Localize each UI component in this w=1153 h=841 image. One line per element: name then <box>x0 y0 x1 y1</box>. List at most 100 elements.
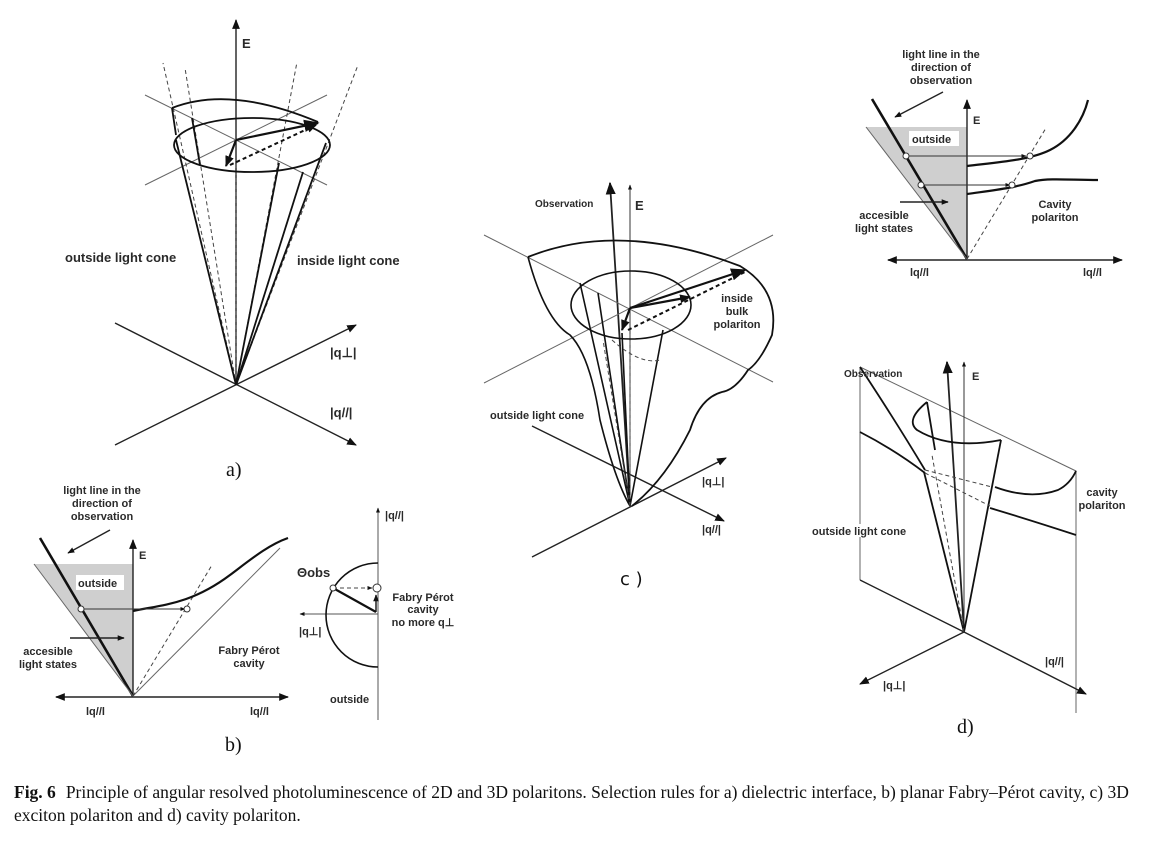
polar-theta-label: Θobs <box>297 565 330 580</box>
panel-d-e-label: E <box>972 371 979 383</box>
panel-c-outer-surface <box>527 239 775 507</box>
panel-d-dash-guide <box>924 469 993 488</box>
inset-annotation-arrow <box>894 91 944 118</box>
panel-c-qperp-axis <box>531 457 727 558</box>
panel-c-wavevector-arrow <box>629 294 692 310</box>
panel-a-cone-edge <box>191 117 201 166</box>
panel-a-cone-edge <box>171 107 177 136</box>
panel-a-inside-label: inside light cone <box>297 253 400 268</box>
inset-accessible-label: accesible <box>859 210 909 222</box>
panel-b-cavity-label: cavity <box>233 658 265 670</box>
panel-a-outside-label: outside light cone <box>65 250 176 265</box>
inset-point <box>1026 152 1034 160</box>
panel-a-dash-guide <box>162 62 237 386</box>
panel-c-letter: c ) <box>620 569 643 590</box>
panel-a-qpar-label: |q//| <box>330 405 352 420</box>
inset-upper-polariton <box>966 99 1090 168</box>
inset-right-axis-label: lq//l <box>1083 267 1102 279</box>
panel-b-e-label: E <box>139 550 146 562</box>
panel-b-point <box>183 605 191 613</box>
inset-observation-light-line <box>870 98 969 260</box>
panel-b-point <box>77 605 85 613</box>
inset-light-line <box>865 126 968 260</box>
panel-d-cavity-label: cavity <box>1086 487 1118 499</box>
polar-cavity-note: Fabry Pérot <box>392 592 453 604</box>
panel-d: Observation E cavity polariton outside l… <box>810 360 1126 738</box>
inset-left-axis-label: lq//l <box>910 267 929 279</box>
panel-a-cone-wall <box>235 142 327 386</box>
panel-c-inside-label: bulk <box>726 306 749 318</box>
panel-a: E |q⊥| |q//| outside light cone inside l… <box>65 19 400 481</box>
inset-e-label: E <box>973 115 980 127</box>
panel-b-cavity-label: Fabry Pérot <box>218 645 279 657</box>
panel-b-cavity-dispersion <box>132 536 289 613</box>
panel-c-observation-label: Observation <box>535 199 593 210</box>
panel-c-cone-wall <box>621 332 631 507</box>
panel-c-cone-wall <box>579 282 631 507</box>
inset-annotation-line: direction of <box>911 62 971 74</box>
panel-c-observation-arrow <box>605 181 631 507</box>
polar-qperp-label: |q⊥| <box>299 626 321 638</box>
panel-d-cone-wall <box>963 439 1002 633</box>
panel-a-cone-top <box>171 98 319 123</box>
panel-b-light-line <box>33 563 134 697</box>
panel-c-dash-guide <box>602 339 631 507</box>
panel-d-outside-box <box>810 524 924 537</box>
panel-c-outer-surface-left <box>527 256 631 507</box>
inset-cavity-label: Cavity <box>1038 199 1072 211</box>
panel-b-annotation-line: direction of <box>72 498 132 510</box>
panel-c: Observation E inside bulk polariton outs… <box>483 181 775 590</box>
panel-b: light line in the direction of observati… <box>19 485 454 756</box>
polar-semicircle <box>325 562 379 668</box>
panel-a-wavevector-arrow <box>235 119 320 142</box>
panel-d-dash-guide <box>931 454 965 633</box>
panel-d-inset: light line in the direction of observati… <box>855 49 1123 279</box>
inset-outside-box <box>909 131 959 146</box>
panel-b-left-axis-label: lq//l <box>86 706 105 718</box>
panel-b-light-line-right <box>132 547 281 697</box>
panel-d-observation-arrow <box>942 360 965 633</box>
panel-a-qperp-label: |q⊥| <box>330 345 357 360</box>
figure-number: Fig. 6 <box>14 782 56 802</box>
figure-caption-text: Principle of angular resolved photolumin… <box>14 782 1129 825</box>
panel-d-qpar-axis <box>963 631 1087 695</box>
panel-d-cone-edge <box>926 401 936 451</box>
panel-a-cone-rim <box>173 117 331 173</box>
panel-a-cone-wall <box>235 162 280 386</box>
inset-point <box>902 152 910 160</box>
panel-b-polar: |q//| |q⊥| Θobs Fabry Pérot cavity no mo… <box>297 507 454 720</box>
panel-b-outside-box <box>76 575 124 590</box>
inset-point <box>1008 181 1016 189</box>
inset-cavity-label: polariton <box>1031 212 1078 224</box>
inset-annotation-line: light line in the <box>902 49 980 61</box>
panel-c-qperp-label: |q⊥| <box>702 476 724 488</box>
panel-d-plane-bottom <box>859 579 965 633</box>
panel-d-lower-polariton-right <box>989 507 1077 536</box>
figure-canvas: E |q⊥| |q//| outside light cone inside l… <box>19 19 1126 756</box>
polar-point <box>372 583 382 593</box>
panel-c-cone-wall <box>629 329 664 507</box>
panel-c-e-label: E <box>635 198 644 213</box>
panel-c-inside-label: polariton <box>713 319 760 331</box>
panel-d-qpar-label: |q//| <box>1045 656 1064 668</box>
panel-b-outside-label: outside <box>78 578 117 590</box>
panel-a-letter: a) <box>226 459 242 481</box>
panel-d-plane-edge <box>859 366 1077 713</box>
panel-b-annotation-arrow <box>67 529 111 554</box>
panel-a-dashed-arrow <box>229 124 317 166</box>
panel-b-annotation-line: light line in the <box>63 485 141 497</box>
polar-cavity-note: cavity <box>407 604 439 616</box>
panel-d-qperp-axis <box>859 631 965 685</box>
inset-point <box>917 181 925 189</box>
panel-d-upper-polariton-right <box>994 470 1077 496</box>
panel-d-cone-rim <box>911 401 1002 445</box>
inset-accessible-label: light states <box>855 223 913 235</box>
polar-qpar-label: |q//| <box>385 510 404 522</box>
polar-vector <box>332 587 377 613</box>
panel-d-cavity-label: polariton <box>1078 500 1125 512</box>
panel-a-cone-wall <box>235 171 304 386</box>
panel-d-cone-wall <box>923 471 965 633</box>
panel-d-observation-label: Observation <box>844 369 902 380</box>
inset-outside-label: outside <box>912 134 951 146</box>
